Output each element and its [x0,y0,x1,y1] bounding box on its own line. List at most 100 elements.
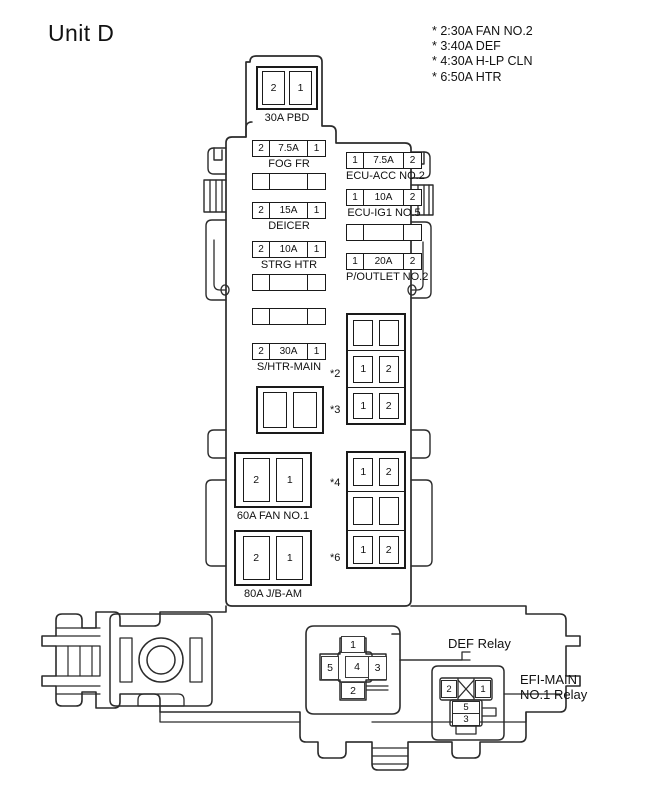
relay-row[interactable] [348,492,404,531]
fuse-label: 30A PBD [264,112,310,124]
legend-line-1: * 2:30A FAN NO.2 [432,24,533,38]
slot-cell [308,309,325,324]
relay-cell-left: 1 [353,392,374,419]
relay-row[interactable]: 1 2 [348,388,404,423]
fuse-pin-left: 2 [253,203,270,218]
fuse-cell-left: 2 [262,71,285,105]
fuse-cell-left: 2 [242,458,270,502]
fuse-slot-empty-1[interactable] [252,173,326,190]
relay-cell-right: 2 [378,392,399,419]
fuse-pin-left: 2 [253,242,270,257]
fuse-ecu-acc-no2[interactable]: 1 7.5A 2 ECU-ACC NO.2 [346,152,425,183]
fuse-label: FOG FR [268,158,310,170]
efi-relay-pin-1: 1 [475,680,491,698]
relay-row[interactable] [348,315,404,351]
fuse-30a-pbd[interactable]: 2 1 30A PBD [256,66,318,125]
slot-cell [364,225,404,240]
fuse-rating: 20A [364,254,404,269]
fuse-slot-empty-2[interactable] [252,274,326,291]
fuse-rating: 10A [364,190,404,205]
relay-grid-upper[interactable]: 1 2 1 2 [346,313,406,425]
relay-mark-4: *4 [330,477,341,489]
fuse-label: 60A FAN NO.1 [236,510,310,522]
def-relay-pin-4: 4 [345,656,369,678]
fuse-label: 80A J/B-AM [243,588,303,600]
fuse-rating: 7.5A [270,141,308,156]
slot-cell [308,174,325,189]
fuse-pin-left: 2 [253,344,270,359]
fuse-cell-right: 1 [276,458,304,502]
relay-row[interactable]: 1 2 [348,351,404,388]
legend-line-3: * 4:30A H-LP CLN [432,54,533,69]
def-relay-pin-1: 1 [341,636,365,653]
relay-cell-right: 2 [378,355,399,383]
fuse-pin-right: 1 [313,243,320,255]
relay-grid-lower[interactable]: 1 2 1 2 [346,451,406,569]
fuse-rating: 30A [270,344,308,359]
fuse-pin-right: 1 [313,345,320,357]
relay-cell-right: 2 [378,536,399,564]
relay-cell-right [378,497,399,525]
relay-cell-left [353,497,374,525]
relay-cell-left: 1 [353,536,374,564]
efi-relay-pin-3: 3 [452,713,480,726]
fuse-cell-right [292,392,317,428]
slot-cell [270,174,308,189]
slot-cell [347,225,364,240]
relay-mark-6: *6 [330,552,341,564]
fuse-p-outlet-no2[interactable]: 1 20A 2 P/OUTLET NO.2 [346,253,428,284]
def-relay-pin-3: 3 [368,656,387,680]
relay-row[interactable]: 1 2 [348,453,404,492]
slot-cell [253,174,270,189]
fuse-label: STRG HTR [260,259,318,271]
def-relay-callout: DEF Relay [448,636,511,651]
fuse-pin-left: 2 [253,141,270,156]
fuse-pin-right: 1 [313,204,320,216]
fuse-label: S/HTR-MAIN [256,361,322,373]
fuse-cell-right: 1 [276,536,304,580]
fuse-label: ECU-IG1 NO.5 [347,207,421,219]
fuse-pin-left: 1 [347,254,364,269]
slot-cell [404,225,421,240]
fuse-fog-fr[interactable]: 2 7.5A 1 FOG FR [252,140,326,171]
fuse-slot-empty-3[interactable] [252,308,326,325]
fuse-s-htr-main[interactable]: 2 30A 1 S/HTR-MAIN [252,343,326,374]
fuse-deicer[interactable]: 2 15A 1 DEICER [252,202,326,233]
fuse-cell-left: 2 [242,536,270,580]
slot-cell [308,275,325,290]
fuse-big-empty[interactable] [256,386,324,434]
fuse-pin-right: 1 [313,142,320,154]
fuse-rating: 10A [270,242,308,257]
legend-line-2: * 3:40A DEF [432,39,501,54]
efi-relay-callout-line2: NO.1 Relay [520,687,588,702]
legend-line-4: * 6:50A HTR [432,69,502,84]
relay-row[interactable]: 1 2 [348,531,404,569]
slot-cell [270,275,308,290]
fuse-strg-htr[interactable]: 2 10A 1 STRG HTR [252,241,326,272]
fuse-pin-right: 2 [409,255,416,267]
relay-mark-3: *3 [330,404,341,416]
fuse-rating: 7.5A [364,153,404,168]
slot-cell [253,309,270,324]
fuse-label: DEICER [268,220,310,232]
relay-cell-right [378,319,399,346]
fuse-cell-right: 1 [289,71,312,105]
relay-cell-left [353,319,374,346]
fuse-pin-left: 1 [347,153,364,168]
fuse-60a-fan-no1[interactable]: 2 1 60A FAN NO.1 [234,452,312,523]
def-relay-pin-2: 2 [341,682,365,699]
relay-cell-left: 1 [353,355,374,383]
fuse-ecu-ig1-no5[interactable]: 1 10A 2 ECU-IG1 NO.5 [346,189,422,220]
fuse-slot-empty-4[interactable] [346,224,422,241]
fuse-80a-jb-am[interactable]: 2 1 80A J/B-AM [234,530,312,601]
legend-block: * 2:30A FAN NO.2 * 3:40A DEF * 4:30A H-L… [432,24,533,85]
fuse-pin-left: 1 [347,190,364,205]
relay-cell-right: 2 [378,458,399,486]
fuse-pin-right: 2 [409,154,416,166]
efi-relay-pin-2: 2 [441,680,457,698]
page-title: Unit D [48,20,115,46]
fuse-cell-left [263,392,288,428]
def-relay-pin-5: 5 [321,656,339,680]
efi-relay-callout-line1: EFI-MAIN [520,672,578,687]
